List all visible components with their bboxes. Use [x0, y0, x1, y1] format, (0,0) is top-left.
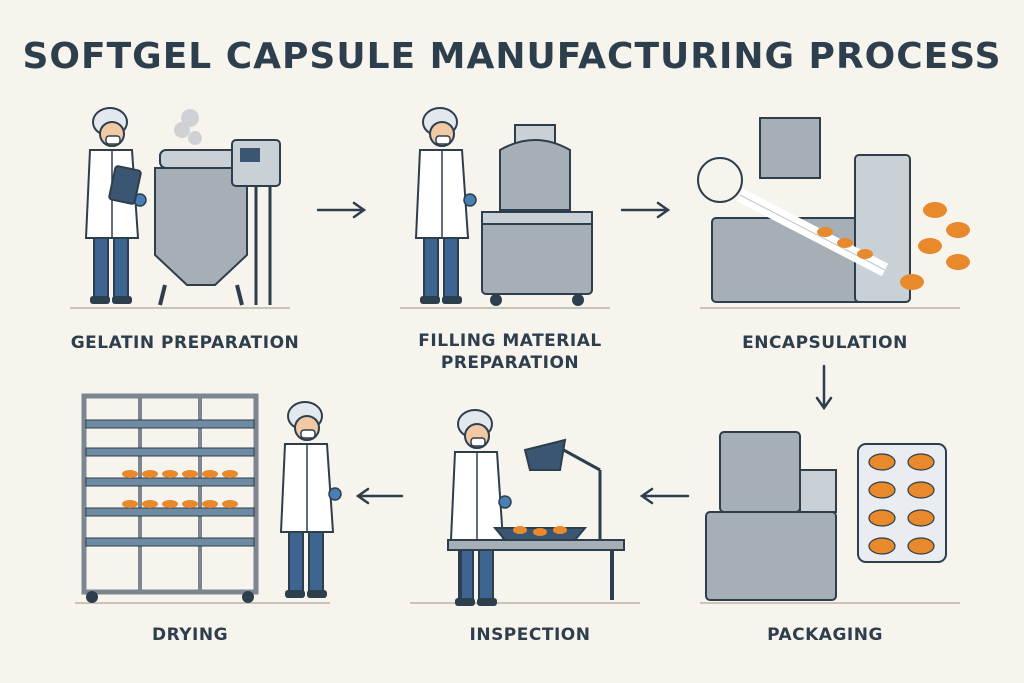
step-label-filling: FILLING MATERIAL PREPARATION [390, 330, 630, 374]
inspection-scene [410, 409, 640, 607]
arrow-right-icon [620, 201, 671, 219]
step-label-encapsulation: ENCAPSULATION [742, 333, 908, 353]
step-label-gelatin: GELATIN PREPARATION [70, 333, 300, 353]
step-label-drying: DRYING [151, 625, 229, 645]
drying-scene [75, 393, 342, 604]
arrow-right-icon [316, 201, 367, 219]
arrow-left-icon [639, 487, 690, 505]
encapsulation-scene [697, 117, 970, 309]
step-label-packaging: PACKAGING [767, 625, 883, 645]
packaging-scene [700, 431, 960, 604]
filling-scene [400, 107, 610, 309]
gelatin-scene [70, 107, 290, 309]
arrow-left-icon [355, 487, 404, 505]
step-label-filling-line1: FILLING MATERIAL [418, 331, 602, 351]
arrow-down-icon [815, 364, 833, 411]
step-label-filling-line2: PREPARATION [440, 353, 580, 373]
page-title: SOFTGEL CAPSULE MANUFACTURING PROCESS [22, 36, 1002, 77]
step-label-inspection: INSPECTION [469, 625, 591, 645]
